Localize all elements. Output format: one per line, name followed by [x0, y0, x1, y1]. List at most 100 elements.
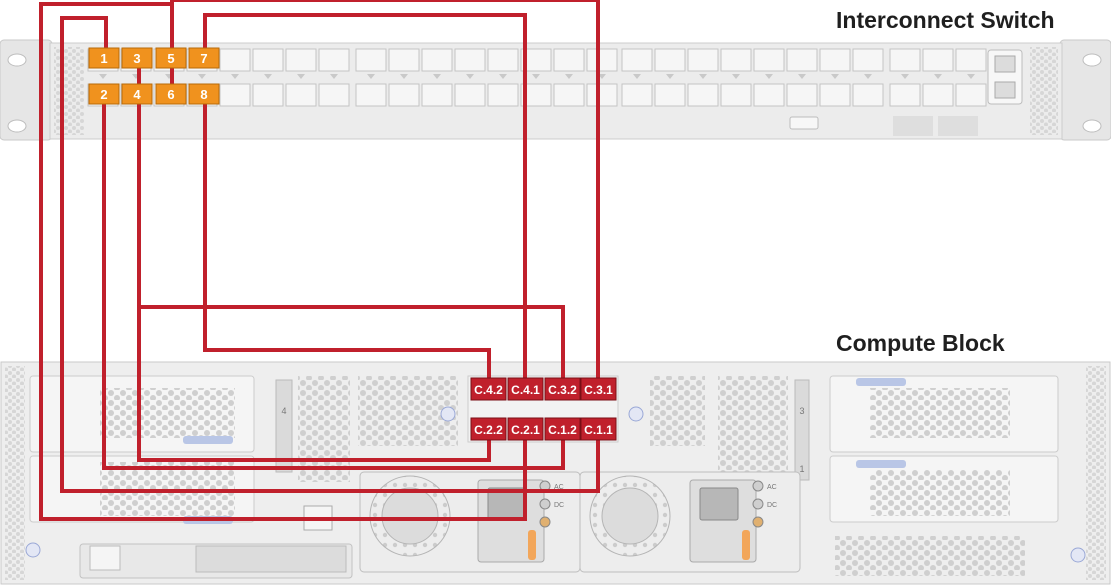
port-arrow-icon [532, 74, 540, 79]
switch-port [285, 83, 317, 107]
switch-port-label: 8 [200, 87, 207, 102]
switch-vent-left [54, 47, 84, 135]
switch-port-7 [188, 47, 220, 69]
drive-slot-4 [275, 379, 293, 473]
port-arrow-icon [565, 74, 573, 79]
port-arrow-icon [466, 74, 474, 79]
port-arrow-icon [231, 74, 239, 79]
switch-port [252, 48, 284, 72]
compute-title: Compute Block [836, 330, 1005, 356]
switch-port [285, 48, 317, 72]
switch-port [355, 48, 387, 72]
switch-port [520, 48, 552, 72]
switch-port [819, 48, 851, 72]
switch-port [355, 83, 387, 107]
switch-port-2 [88, 83, 120, 105]
switch-port [955, 48, 987, 72]
slot-label-3: 3 [799, 406, 804, 416]
compute-port-C-2-2 [470, 417, 507, 441]
switch-port [421, 48, 453, 72]
port-arrow-icon [901, 74, 909, 79]
switch-port [889, 83, 921, 107]
switch-port-label: 7 [200, 51, 207, 66]
switch-port-label: 2 [100, 87, 107, 102]
switch-port [487, 83, 519, 107]
port-arrow-icon [433, 74, 441, 79]
switch-port-label: 5 [167, 51, 174, 66]
switch-port-8 [188, 83, 220, 105]
switch-port [687, 83, 719, 107]
cable-group [39, 0, 600, 521]
switch-port-5 [155, 47, 187, 69]
switch-port [922, 48, 954, 72]
switch-port-3 [121, 47, 153, 69]
switch-port [753, 83, 785, 107]
port-arrow-icon [934, 74, 942, 79]
switch-port [720, 83, 752, 107]
port-arrow-icon [499, 74, 507, 79]
switch-port-4 [121, 83, 153, 105]
port-arrow-icon [330, 74, 338, 79]
port-arrow-icon [864, 74, 872, 79]
switch-port [487, 48, 519, 72]
switch-port [219, 48, 251, 72]
switch-port [654, 83, 686, 107]
switch-port-label: 6 [167, 87, 174, 102]
slot-label-4: 4 [281, 406, 286, 416]
cable-1-to-C-4-1 [60, 16, 600, 493]
switch-mount-hole [7, 53, 27, 67]
switch-port [922, 83, 954, 107]
switch-port [454, 83, 486, 107]
switch-port-6 [155, 83, 187, 105]
switch-port [720, 48, 752, 72]
port-arrow-icon [765, 74, 773, 79]
switch-port [621, 83, 653, 107]
switch-mount-hole [1082, 53, 1102, 67]
compute-port-label: C.2.1 [511, 423, 540, 437]
compute-port-C-3-1 [580, 377, 617, 401]
compute-port-label: C.3.2 [548, 383, 577, 397]
port-arrow-icon [666, 74, 674, 79]
compute-port-C-1-2 [544, 417, 581, 441]
switch-port [421, 83, 453, 107]
switch-port [687, 48, 719, 72]
cable-7-to-C-4-2 [203, 13, 527, 378]
switch-port-label: 1 [100, 51, 107, 66]
port-arrow-icon [798, 74, 806, 79]
switch-port [753, 48, 785, 72]
switch-port [252, 83, 284, 107]
switch-port [318, 48, 350, 72]
switch-port [786, 48, 818, 72]
switch-mount-hole [7, 119, 27, 133]
switch-port [654, 48, 686, 72]
cable-8-to-C-1-1 [203, 104, 491, 378]
switch-port [219, 83, 251, 107]
port-arrow-icon [633, 74, 641, 79]
slot-label-1: 1 [799, 464, 804, 474]
compute-port-C-1-1 [580, 417, 617, 441]
compute-port-label: C.2.2 [474, 423, 503, 437]
port-arrow-icon [367, 74, 375, 79]
compute-port-label: C.4.2 [474, 383, 503, 397]
switch-port [852, 83, 884, 107]
switch-port [889, 48, 921, 72]
switch-port [388, 48, 420, 72]
compute-port-label: C.1.2 [548, 423, 577, 437]
cable-6-to-C-2-1 [39, 2, 527, 521]
switch-vent-right [1030, 47, 1058, 135]
switch-port [786, 83, 818, 107]
switch-port [852, 48, 884, 72]
compute-port-label: C.1.1 [584, 423, 613, 437]
switch-usb-port [789, 116, 819, 130]
switch-port-label: 4 [133, 87, 141, 102]
switch-port [454, 48, 486, 72]
switch-mount-hole [1082, 119, 1102, 133]
port-arrow-icon [400, 74, 408, 79]
switch-port [520, 83, 552, 107]
switch-port [553, 48, 585, 72]
switch-port [388, 83, 420, 107]
switch-port-label: 3 [133, 51, 140, 66]
compute-port-C-4-2 [470, 377, 507, 401]
port-arrow-icon [831, 74, 839, 79]
